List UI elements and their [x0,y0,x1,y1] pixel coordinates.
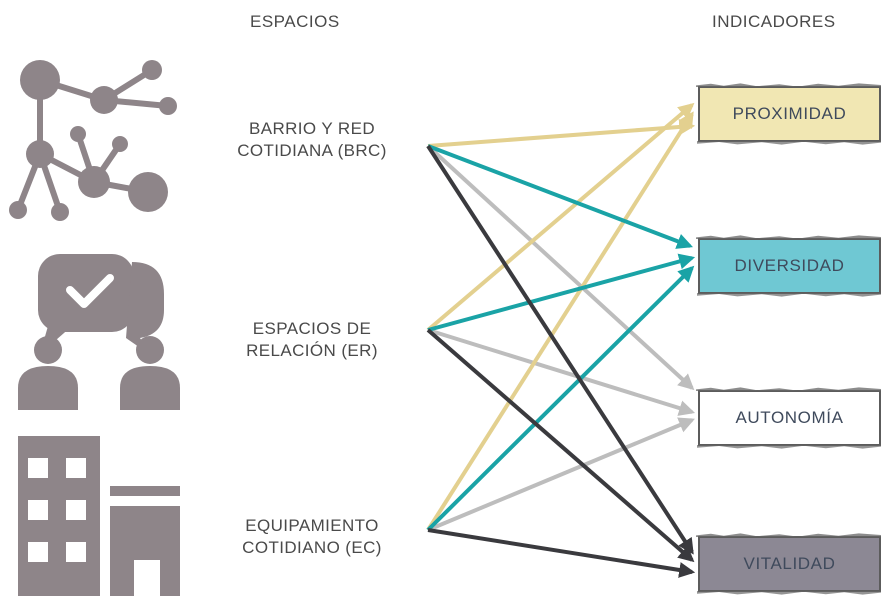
space-label-er-line2: RELACIÓN (ER) [246,341,378,360]
arrow-er-to-proximidad [426,102,695,332]
arrow-er-to-diversidad [427,253,696,332]
space-label-ec: EQUIPAMIENTO COTIDIANO (EC) [212,515,412,559]
indicator-vitalidad-label: VITALIDAD [743,554,836,573]
indicator-autonomia: AUTONOMÍA [698,390,881,446]
arrow-ec-to-vitalidad [427,528,696,578]
indicator-autonomia-label: AUTONOMÍA [735,408,844,427]
space-label-ec-line2: COTIDIANO (EC) [242,538,382,557]
network-nodes-icon [9,60,177,221]
space-label-er-line1: ESPACIOS DE [252,319,372,338]
arrow-brc-to-proximidad [427,118,696,148]
space-label-ec-line1: EQUIPAMIENTO [245,516,379,535]
space-label-brc-line2: COTIDIANA (BRC) [237,141,387,160]
arrow-brc-to-vitalidad [426,144,694,555]
indicator-diversidad: DIVERSIDAD [698,238,881,294]
indicator-diversidad-label: DIVERSIDAD [734,256,845,275]
indicadores-header: INDICADORES [712,12,836,31]
arrow-brc-to-diversidad [427,144,693,249]
espacios-header: ESPACIOS [250,12,340,31]
space-label-brc: BARRIO Y RED COTIDIANA (BRC) [212,118,412,162]
arrow-ec-to-proximidad [426,111,694,532]
space-label-brc-line1: BARRIO Y RED [248,119,376,138]
arrow-er-to-vitalidad [426,328,695,563]
conversation-people-icon [18,254,180,410]
arrow-brc-to-autonomia [426,144,695,391]
indicator-proximidad: PROXIMIDAD [698,86,881,142]
arrow-er-to-autonomia [427,328,696,416]
indicator-vitalidad: VITALIDAD [698,536,881,592]
indicator-proximidad-label: PROXIMIDAD [732,104,847,123]
buildings-icon [18,436,180,596]
space-label-er: ESPACIOS DE RELACIÓN (ER) [212,318,412,362]
arrow-ec-to-autonomia [427,417,695,532]
arrow-ec-to-diversidad [426,265,695,532]
